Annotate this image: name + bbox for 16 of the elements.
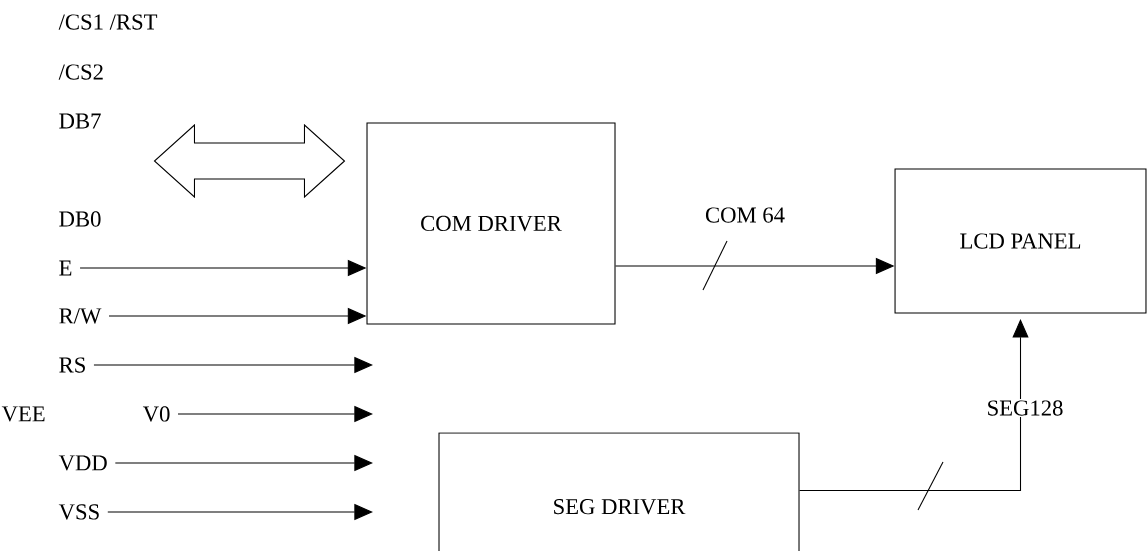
- block-box: SEG DRIVER: [438, 432, 800, 551]
- signal-name: /CS2: [58, 64, 103, 80]
- signal-name: V0: [142, 406, 170, 422]
- signal-name: R/W: [59, 308, 102, 324]
- block-box: COM DRIVER: [366, 122, 616, 325]
- edge-label: SEG128: [985, 399, 1065, 417]
- edge-label: COM 64: [703, 206, 787, 224]
- signal-name: VEE: [1, 406, 45, 422]
- block-box: LCD PANEL: [894, 168, 1147, 314]
- signal-name: RS: [59, 357, 85, 373]
- signal-name: DB7: [59, 113, 101, 129]
- signal-name: DB0: [59, 211, 101, 227]
- signal-name: E: [59, 260, 72, 276]
- signal-name: /CS1 /RST: [58, 14, 158, 30]
- signal-name: VDD: [58, 455, 107, 471]
- signal-name: VSS: [58, 504, 99, 520]
